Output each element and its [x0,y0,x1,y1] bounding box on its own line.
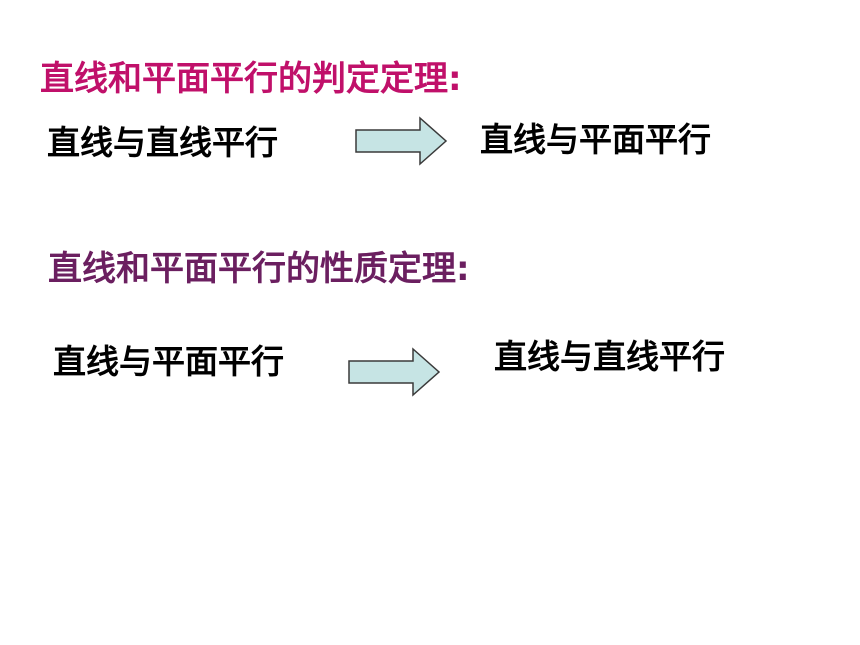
section-title-determination-theorem: 直线和平面平行的判定定理: [40,59,462,99]
section-title-property-theorem: 直线和平面平行的性质定理: [48,249,470,289]
conclusion-line-parallel-line: 直线与直线平行 [494,337,725,376]
premise-line-parallel-line: 直线与直线平行 [47,123,278,162]
conclusion-line-parallel-plane: 直线与平面平行 [480,120,711,159]
right-arrow-icon [348,347,441,397]
right-arrow-icon [355,116,448,166]
premise-line-parallel-plane: 直线与平面平行 [53,342,284,381]
